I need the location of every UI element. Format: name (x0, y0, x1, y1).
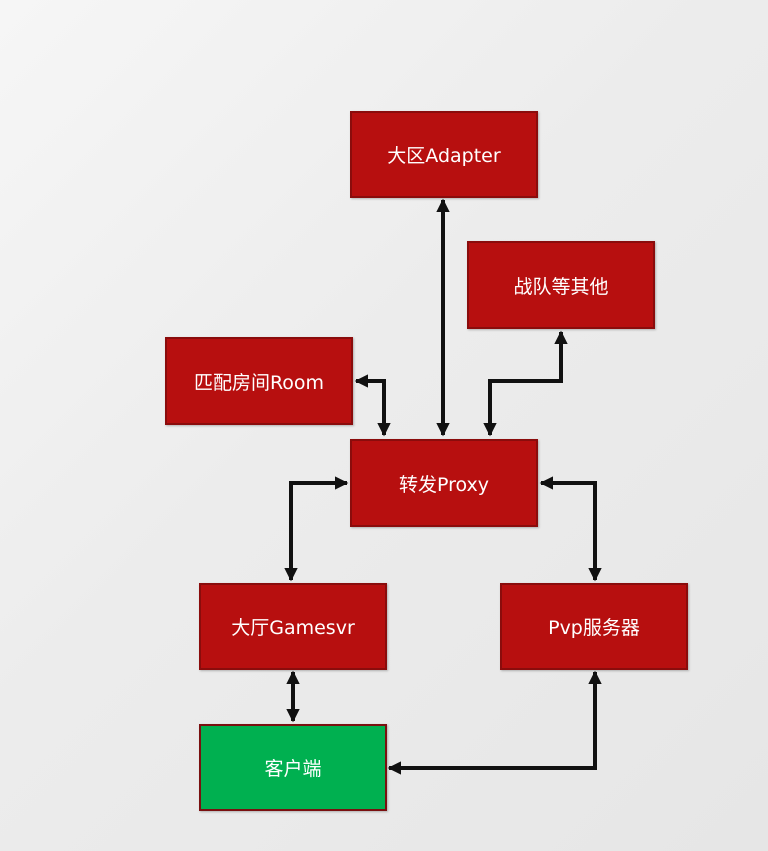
node-proxy-label: 转发Proxy (398, 473, 490, 496)
node-adapter: 大区Adapter (350, 111, 538, 198)
node-team-label: 战队等其他 (513, 275, 609, 298)
edge-proxy-room (354, 374, 391, 437)
node-gamesvr: 大厅Gamesvr (199, 583, 387, 670)
node-client: 客户端 (199, 724, 387, 811)
node-room: 匹配房间Room (165, 337, 353, 425)
node-client-label: 客户端 (264, 758, 322, 780)
node-team: 战队等其他 (467, 241, 655, 329)
edge-proxy-pvp (539, 476, 602, 582)
edge-proxy-team (483, 330, 568, 437)
edge-proxy-gamesvr (284, 476, 349, 582)
node-room-label: 匹配房间Room (193, 371, 325, 394)
edge-pvp-client (387, 670, 602, 775)
node-adapter-label: 大区Adapter (387, 145, 501, 167)
node-pvp-label: Pvp服务器 (548, 617, 640, 639)
node-proxy: 转发Proxy (350, 439, 538, 527)
node-gamesvr-label: 大厅Gamesvr (231, 617, 355, 639)
node-pvp: Pvp服务器 (500, 583, 688, 670)
